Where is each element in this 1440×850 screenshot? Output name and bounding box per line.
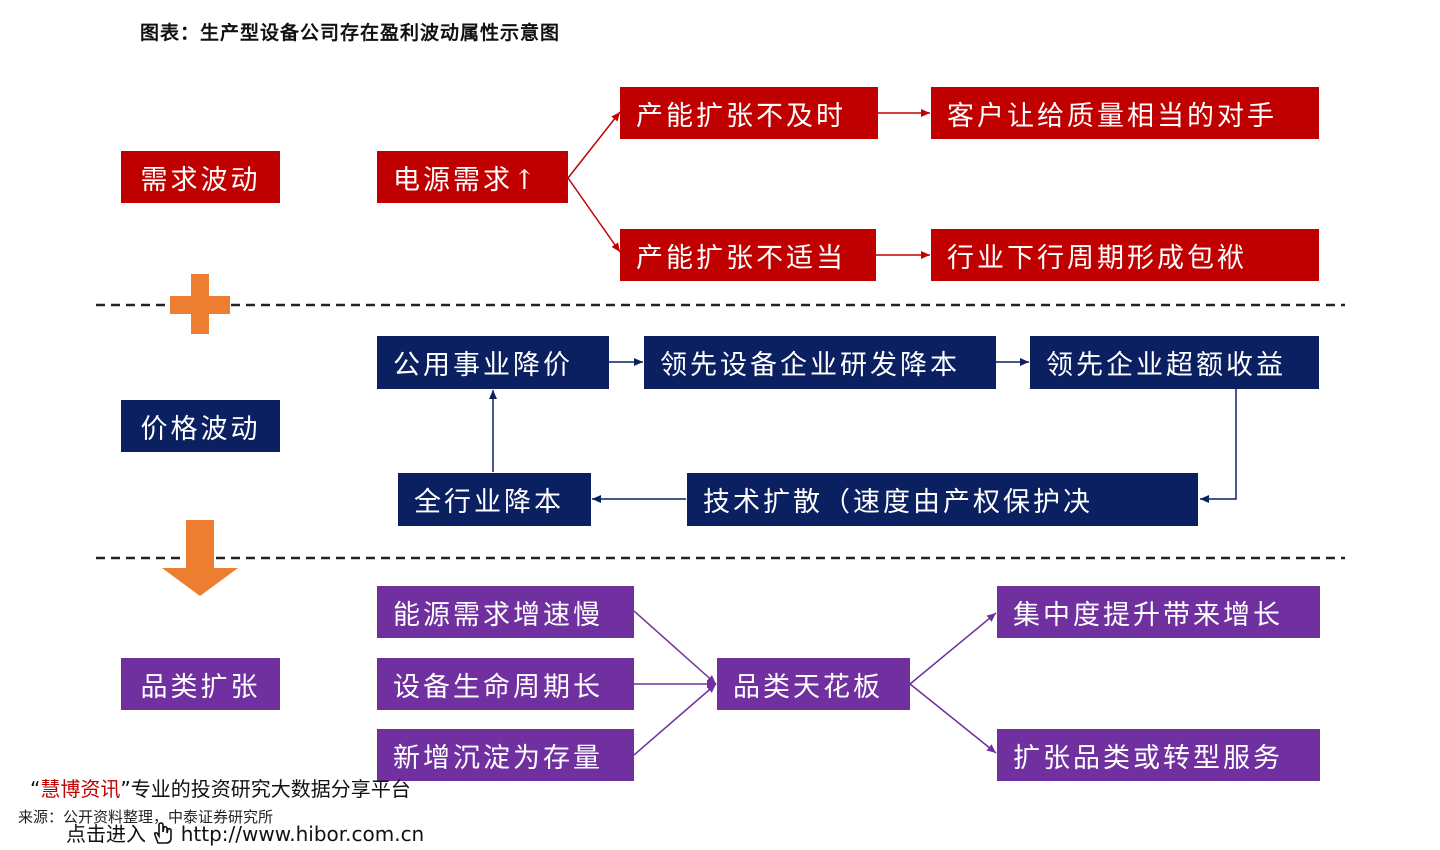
arrow-down-icon bbox=[162, 520, 238, 596]
connector-arrow bbox=[909, 683, 997, 754]
category-label-demand: 需求波动 bbox=[121, 151, 280, 203]
quote-close: ” bbox=[120, 777, 131, 801]
connector-arrow bbox=[1200, 389, 1237, 503]
node-industry-cost-cut: 全行业降本 bbox=[398, 473, 591, 526]
site-url-link[interactable]: http://www.hibor.com.cn bbox=[180, 822, 425, 846]
quote-open: “ bbox=[30, 777, 41, 801]
node-tech-diffusion: 技术扩散（速度由产权保护决 bbox=[687, 473, 1198, 526]
connector-arrow bbox=[567, 111, 621, 179]
node-power-demand: 电源需求↑ bbox=[377, 151, 568, 203]
connector-arrow bbox=[567, 177, 621, 253]
node-long-lifecycle: 设备生命周期长 bbox=[377, 658, 634, 710]
promo-tagline: 专业的投资研究大数据分享平台 bbox=[130, 777, 411, 801]
node-slow-demand-growth: 能源需求增速慢 bbox=[377, 586, 634, 638]
category-label-price: 价格波动 bbox=[121, 400, 280, 452]
enter-label[interactable]: 点击进入 bbox=[66, 822, 146, 846]
source-note: 来源：公开资料整理，中泰证券研究所 bbox=[18, 808, 274, 826]
plus-icon bbox=[170, 274, 230, 334]
promo-brand-link[interactable]: 慧博资讯 bbox=[40, 777, 121, 801]
node-customer-lost: 客户让给质量相当的对手 bbox=[931, 87, 1319, 139]
enter-link-row[interactable]: 点击进入 http://www.hibor.com.cn bbox=[66, 818, 424, 847]
node-downturn-burden: 行业下行周期形成包袱 bbox=[931, 229, 1319, 281]
category-label-expansion: 品类扩张 bbox=[121, 658, 280, 710]
node-utility-price-cut: 公用事业降价 bbox=[377, 336, 609, 389]
node-concentration-growth: 集中度提升带来增长 bbox=[997, 586, 1320, 638]
node-capacity-late: 产能扩张不及时 bbox=[620, 87, 878, 139]
promo-text: “慧博资讯”专业的投资研究大数据分享平台 bbox=[30, 773, 411, 802]
connector-arrow bbox=[633, 683, 717, 756]
node-new-to-stock: 新增沉淀为存量 bbox=[377, 729, 634, 781]
node-capacity-improper: 产能扩张不适当 bbox=[620, 229, 876, 281]
hand-pointer-icon bbox=[152, 821, 174, 845]
connector-arrow bbox=[633, 610, 717, 685]
node-expand-or-transform: 扩张品类或转型服务 bbox=[997, 729, 1320, 781]
node-category-ceiling: 品类天花板 bbox=[717, 658, 910, 710]
node-leader-excess-return: 领先企业超额收益 bbox=[1030, 336, 1319, 389]
figure-title: 图表：生产型设备公司存在盈利波动属性示意图 bbox=[140, 22, 561, 44]
connector-arrow bbox=[909, 612, 997, 685]
node-leader-rd-cost-cut: 领先设备企业研发降本 bbox=[644, 336, 996, 389]
